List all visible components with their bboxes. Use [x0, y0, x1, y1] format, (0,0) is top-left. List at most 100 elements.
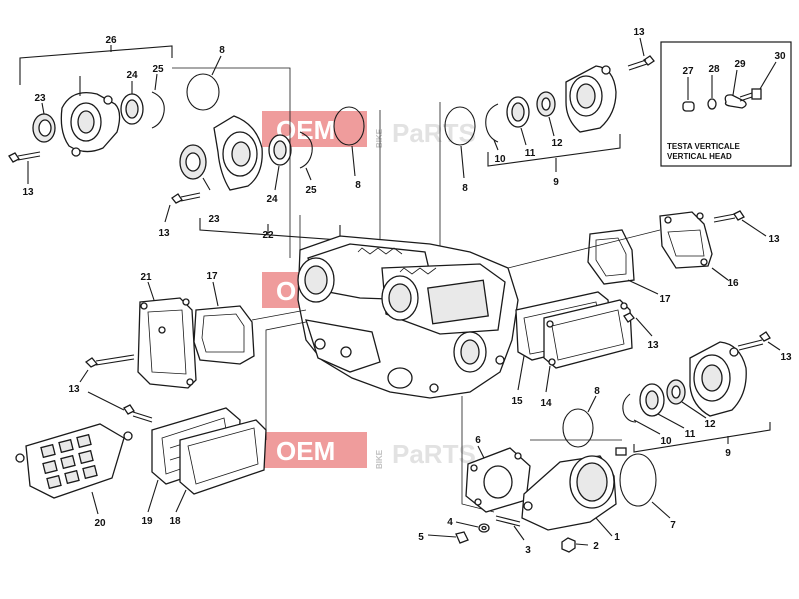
callout-22: 22 — [262, 230, 274, 241]
inset-title-english: VERTICAL HEAD — [667, 152, 732, 161]
callout-13-right-upper: 13 — [768, 234, 780, 245]
watermark-bottom: OEM BIKE PaRTS — [262, 432, 476, 469]
part-13-bolt-top-right — [627, 37, 655, 71]
part-5-screw — [427, 531, 469, 544]
part-13-bolt-left-lower — [87, 391, 153, 423]
group-26-bracket — [19, 45, 173, 85]
callout-28: 28 — [708, 64, 720, 75]
part-13-bolt-middle-left — [164, 192, 201, 223]
callout-13-top-left: 13 — [22, 187, 34, 198]
part-21-cover — [137, 281, 197, 389]
part-3-stud — [495, 515, 525, 541]
part-17-gasket-right — [587, 229, 659, 295]
part-8-oring-top-right — [444, 106, 476, 179]
part-8-oring-top-left — [186, 55, 222, 111]
part-30-bolt — [739, 61, 777, 102]
part-23-seal-top — [32, 102, 56, 143]
callout-16: 16 — [727, 278, 739, 289]
callout-23-middle: 23 — [208, 214, 220, 225]
part-1-intake-manifold — [521, 455, 617, 537]
part-4-washer — [455, 521, 490, 533]
part-6-gasket-bottom — [465, 445, 531, 513]
callout-18: 18 — [169, 516, 181, 527]
callout-9-lower: 9 — [725, 448, 731, 459]
part-25-circlip-middle — [299, 131, 313, 181]
inset-title-italian: TESTA VERTICALE — [667, 142, 741, 151]
watermark-top: OEM BIKE PaRTS — [262, 111, 476, 148]
callout-14: 14 — [540, 398, 552, 409]
part-7-hose-clamp — [615, 447, 671, 519]
part-9-housing-top — [565, 65, 617, 133]
callout-25-top: 25 — [152, 64, 164, 75]
callout-15: 15 — [511, 396, 523, 407]
part-13-bolt-left-mid — [79, 354, 135, 383]
callout-13-right-mid: 13 — [647, 340, 659, 351]
part-22-housing — [213, 115, 263, 191]
callout-4: 4 — [447, 517, 453, 528]
guide-line — [507, 229, 661, 269]
group-9-bracket-top — [487, 134, 621, 172]
part-16-cover — [659, 211, 729, 281]
part-9-housing-lower — [689, 341, 747, 417]
guide-line — [265, 321, 307, 440]
part-12-seal-top — [536, 91, 556, 137]
part-18-gasket-bottom — [175, 419, 267, 513]
callout-5: 5 — [418, 532, 424, 543]
callout-13-top-right: 13 — [633, 27, 645, 38]
callout-25-middle: 25 — [305, 185, 317, 196]
callout-26: 26 — [105, 35, 117, 46]
callout-20: 20 — [94, 518, 106, 529]
callout-21: 21 — [140, 272, 152, 283]
part-28-washer — [707, 75, 717, 110]
callout-1: 1 — [614, 532, 620, 543]
part-17-gasket-left — [193, 281, 255, 365]
callout-7: 7 — [670, 520, 676, 531]
callout-8-lower: 8 — [594, 386, 600, 397]
part-24-bearing-top — [120, 81, 144, 125]
part-8-oring-lower — [562, 395, 597, 448]
part-26-housing-top — [60, 76, 121, 157]
callout-19: 19 — [141, 516, 153, 527]
callout-11-lower: 11 — [685, 429, 696, 440]
callout-8-middle-left: 8 — [355, 180, 361, 191]
callout-6: 6 — [475, 435, 481, 446]
part-13-bolt-right-upper — [713, 210, 767, 237]
callout-9-top: 9 — [553, 177, 559, 188]
group-22-bracket — [199, 218, 341, 241]
watermark-brand-right: PaRTS — [392, 118, 476, 148]
callout-27: 27 — [682, 66, 694, 77]
part-27-spacer — [682, 77, 695, 112]
callout-8-top-left: 8 — [219, 45, 225, 56]
part-13-bolt-right-lower — [737, 331, 781, 351]
part-10-circlip-lower — [622, 393, 661, 435]
part-10-circlip-top — [485, 103, 499, 151]
callout-10-lower: 10 — [660, 436, 672, 447]
part-13-bolt-top-left — [8, 151, 41, 184]
watermark-brand-right: PaRTS — [392, 439, 476, 469]
part-13-bolt-right-mid — [623, 312, 653, 337]
part-29-clip — [724, 69, 747, 109]
part-14-cover-plate — [543, 299, 633, 369]
guide-line — [172, 67, 291, 258]
callout-3: 3 — [525, 545, 531, 556]
group-9-bracket-lower — [633, 422, 771, 453]
part-2-nut — [561, 537, 589, 553]
part-23-seal-middle — [179, 144, 211, 191]
part-24-bearing-middle — [268, 134, 292, 191]
guide-line — [251, 309, 307, 321]
callout-2: 2 — [593, 541, 599, 552]
callout-11-top: 11 — [525, 148, 536, 159]
callout-10-top: 10 — [494, 154, 506, 165]
callout-13-right-lower: 13 — [780, 352, 792, 363]
watermark-box — [262, 432, 367, 468]
callout-8-top-right: 8 — [462, 183, 468, 194]
callout-13-left: 13 — [68, 384, 80, 395]
callout-24-top: 24 — [126, 70, 138, 81]
part-11-bearing-lower — [639, 383, 685, 429]
part-8-oring-middle-left — [333, 106, 365, 177]
inset-vertical-head: 27 28 29 30 TESTA VERTICALE VERTICAL HEA… — [660, 41, 792, 167]
callout-17-left: 17 — [206, 271, 218, 282]
callout-29: 29 — [734, 59, 746, 70]
